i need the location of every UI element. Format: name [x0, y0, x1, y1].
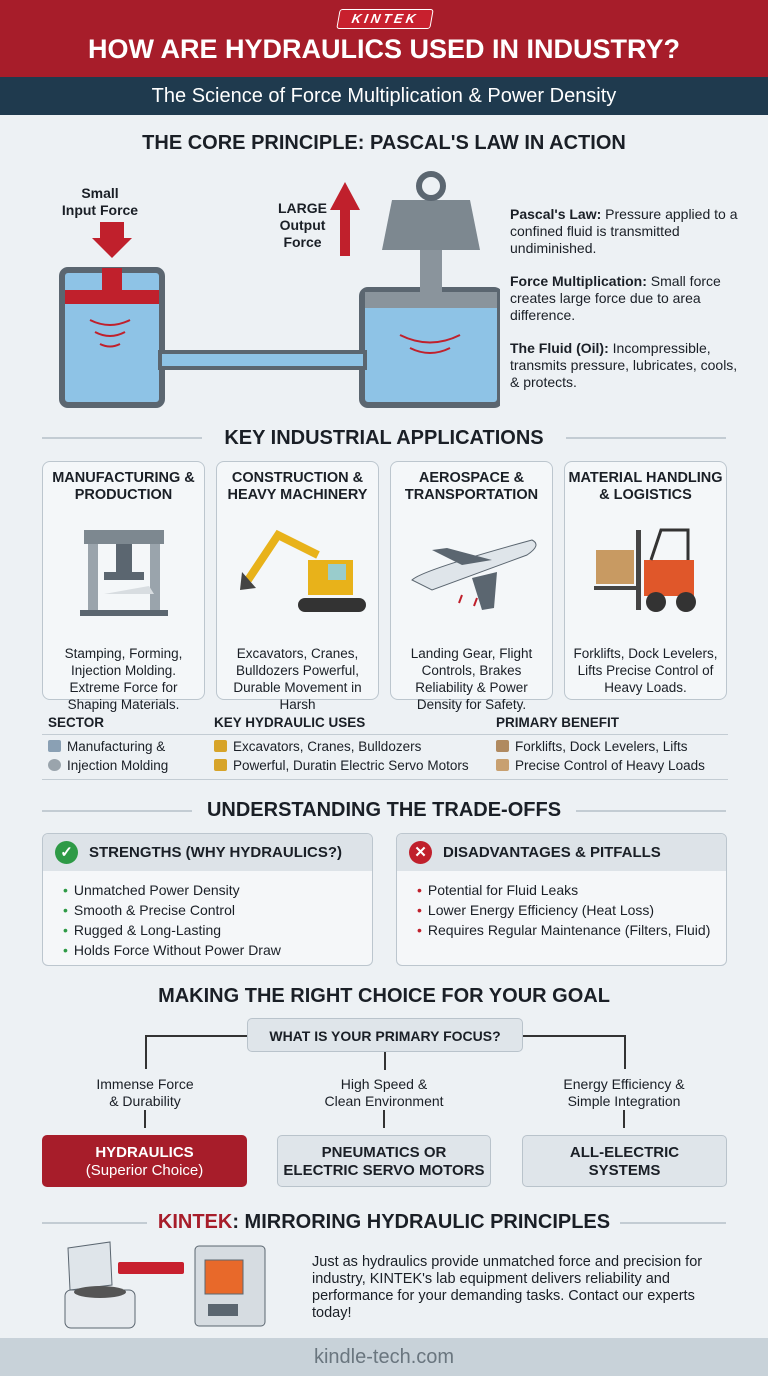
table-cell: Injection Molding	[48, 758, 168, 773]
excavator-icon	[239, 529, 366, 612]
table-cell: Powerful, Duratin Electric Servo Motors	[214, 758, 469, 773]
check-icon: ✓	[55, 841, 78, 864]
table-cell: Forklifts, Dock Levelers, Lifts	[496, 739, 688, 754]
table-cell: Precise Control of Heavy Loads	[496, 758, 705, 773]
airplane-icon	[410, 539, 536, 610]
forklift-icon	[496, 740, 509, 752]
table-divider	[42, 779, 728, 780]
kintek-description: Just as hydraulics provide unmatched for…	[312, 1254, 703, 1321]
excavator-icon	[214, 740, 227, 752]
table-header-uses: KEY HYDRAULIC USES	[214, 715, 366, 730]
disadvantages-box: ✕DISADVANTAGES & PITFALLS Potential for …	[396, 833, 727, 966]
table-divider	[42, 734, 728, 735]
divider	[576, 810, 726, 812]
worker-icon	[496, 759, 509, 771]
point-fluid: The Fluid (Oil): Incompressible, transmi…	[510, 340, 738, 390]
forklift-icon	[593, 528, 696, 612]
card-material-handling: MATERIAL HANDLING & LOGISTICS Forklifts,…	[564, 461, 727, 700]
primary-focus-box: WHAT IS YOUR PRIMARY FOCUS?	[247, 1018, 523, 1052]
kintek-title: KINTEK: MIRRORING HYDRAULIC PRINCIPLES	[157, 1211, 611, 1233]
principle-title: THE CORE PRINCIPLE: PASCAL'S LAW IN ACTI…	[142, 132, 626, 154]
page-subtitle: The Science of Force Multiplication & Po…	[0, 77, 768, 115]
arrow	[144, 1110, 146, 1128]
hydraulic-press-icon	[79, 530, 168, 616]
card-aerospace: AEROSPACE & TRANSPORTATION Landing Gear,…	[390, 461, 553, 712]
point-pascal: Pascal's Law: Pressure applied to a conf…	[510, 206, 738, 256]
connector	[624, 1035, 626, 1069]
kintek-logo	[118, 1262, 184, 1274]
table-cell: Manufacturing &	[48, 739, 165, 754]
choice-title: MAKING THE RIGHT CHOICE FOR YOUR GOAL	[158, 985, 610, 1007]
x-icon: ✕	[409, 841, 432, 864]
page-title: HOW ARE HYDRAULICS USED IN INDUSTRY?	[87, 34, 680, 64]
point-multiplication: Force Multiplication: Small force create…	[510, 273, 721, 323]
kintek-logo: KINTEK	[336, 9, 434, 29]
divider	[42, 810, 192, 812]
divider	[42, 437, 202, 439]
strengths-box: ✓STRENGTHS (WHY HYDRAULICS?) Unmatched P…	[42, 833, 373, 966]
gear-icon	[48, 759, 61, 771]
criteria-label: High Speed &Clean Environment	[324, 1076, 444, 1109]
applications-title: KEY INDUSTRIAL APPLICATIONS	[224, 427, 544, 449]
bulldozer-icon	[214, 759, 227, 771]
divider	[566, 437, 726, 439]
lab-equipment-illustration	[64, 1241, 266, 1329]
arrow	[383, 1110, 385, 1128]
table-cell: Excavators, Cranes, Bulldozers	[214, 739, 421, 754]
factory-icon	[48, 740, 61, 752]
connector	[384, 1050, 386, 1070]
criteria-label: Energy Efficiency &Simple Integration	[563, 1076, 685, 1109]
connector	[145, 1035, 147, 1069]
divider	[42, 1222, 147, 1224]
card-manufacturing: MANUFACTURING & PRODUCTION Stamping, For…	[42, 461, 205, 712]
option-hydraulics: HYDRAULICS(Superior Choice)	[42, 1135, 247, 1187]
card-construction: CONSTRUCTION & HEAVY MACHINERY Excavator…	[216, 461, 379, 712]
table-header-benefit: PRIMARY BENEFIT	[496, 715, 620, 730]
arrow	[623, 1110, 625, 1128]
tradeoffs-title: UNDERSTANDING THE TRADE-OFFS	[206, 799, 562, 821]
criteria-label: Immense Force& Durability	[96, 1076, 194, 1109]
principle-points: Pascal's Law: Pressure applied to a conf…	[510, 206, 745, 407]
pascal-diagram	[59, 171, 500, 408]
divider	[620, 1222, 726, 1224]
table-header-sector: SECTOR	[48, 715, 105, 730]
footer-url[interactable]: kindle-tech.com	[0, 1338, 768, 1376]
